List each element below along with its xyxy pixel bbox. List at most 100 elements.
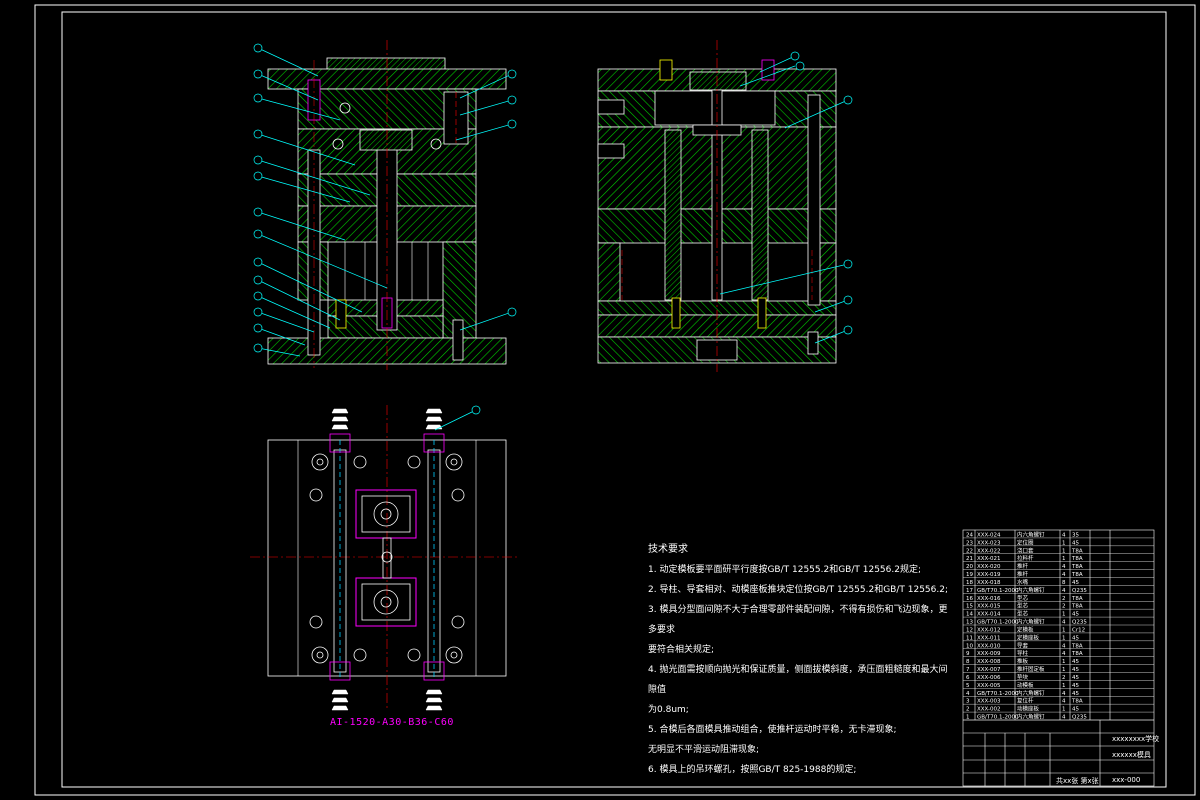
bom-cell-name: 内六角螺钉 bbox=[1017, 586, 1045, 594]
bom-cell-code: XXX-023 bbox=[977, 540, 1001, 546]
bom-cell-no: 12 bbox=[966, 627, 973, 633]
view-caption: AI-1520-A30-B36-C60 bbox=[330, 717, 454, 728]
bom-cell-code: GB/T70.1-2000 bbox=[977, 588, 1019, 594]
bom-cell-mat: 45 bbox=[1072, 675, 1079, 681]
bom-cell-mat: 45 bbox=[1072, 612, 1079, 618]
bom-cell-mat: 45 bbox=[1072, 683, 1079, 689]
bom-cell-qty: 4 bbox=[1062, 620, 1066, 626]
bom-cell-no: 20 bbox=[966, 564, 973, 570]
bom-cell-qty: 2 bbox=[1062, 604, 1066, 610]
bom-cell-no: 8 bbox=[966, 659, 970, 665]
bom-cell-qty: 8 bbox=[1062, 580, 1066, 586]
bom-cell-no: 22 bbox=[966, 548, 973, 554]
bom-cell-qty: 1 bbox=[1062, 556, 1066, 562]
bom-cell-no: 14 bbox=[966, 612, 973, 618]
bom-cell-qty: 1 bbox=[1062, 667, 1066, 673]
bom-cell-qty: 2 bbox=[1062, 596, 1066, 602]
bom-cell-mat: 45 bbox=[1072, 540, 1079, 546]
bom-cell-mat: T8A bbox=[1071, 572, 1083, 578]
bom-cell-code: XXX-016 bbox=[977, 596, 1001, 602]
bom-cell-qty: 1 bbox=[1062, 635, 1066, 641]
bom-cell-mat: Cr12 bbox=[1072, 627, 1085, 633]
bom-cell-code: XXX-014 bbox=[977, 612, 1001, 618]
bom-cell-name: 推杆 bbox=[1017, 570, 1029, 578]
bom-cell-mat: 35 bbox=[1072, 532, 1079, 538]
bom-cell-code: XXX-020 bbox=[977, 564, 1001, 570]
bom-cell-qty: 1 bbox=[1062, 548, 1066, 554]
bom-cell-no: 11 bbox=[966, 635, 973, 641]
note-item-2: 2. 导柱、导套相对、动模座板推块定位按GB/T 12555.2和GB/T 12… bbox=[648, 585, 948, 595]
bom-cell-no: 10 bbox=[966, 643, 973, 649]
bom-cell-no: 7 bbox=[966, 667, 970, 673]
outer-frame bbox=[34, 4, 1196, 796]
bom-cell-name: 型芯 bbox=[1017, 610, 1029, 618]
bom-cell-code: XXX-005 bbox=[977, 683, 1001, 689]
bom-cell-qty: 4 bbox=[1062, 699, 1066, 705]
note-item-4: 要符合相关规定; bbox=[648, 645, 715, 655]
bom-cell-name: 推杆 bbox=[1017, 562, 1029, 570]
bom-cell-no: 17 bbox=[966, 588, 973, 594]
bom-cell-mat: T8A bbox=[1071, 564, 1083, 570]
bom-cell-qty: 4 bbox=[1062, 651, 1066, 657]
bom-cell-code: XXX-010 bbox=[977, 643, 1001, 649]
bom-cell-name: 导柱 bbox=[1017, 649, 1029, 657]
inner-frame bbox=[61, 11, 1167, 788]
bom-cell-code: XXX-021 bbox=[977, 556, 1001, 562]
bom-cell-name: 定模座板 bbox=[1017, 633, 1040, 641]
bom-cell-code: XXX-007 bbox=[977, 667, 1001, 673]
bom-cell-qty: 1 bbox=[1062, 627, 1066, 633]
title-drawing-name: xxxxxx模具 bbox=[1112, 751, 1151, 759]
bom-cell-qty: 1 bbox=[1062, 540, 1066, 546]
bom-cell-name: 导套 bbox=[1017, 641, 1029, 649]
bom-cell-code: XXX-024 bbox=[977, 532, 1001, 538]
bom-cell-no: 19 bbox=[966, 572, 973, 578]
bom-cell-name: 型芯 bbox=[1017, 602, 1029, 610]
bom-cell-name: 动模板 bbox=[1017, 681, 1034, 689]
note-item-1: 1. 动定模板要平面研平行度按GB/T 12555.2和GB/T 12556.2… bbox=[648, 565, 921, 575]
bom-cell-mat: 45 bbox=[1072, 580, 1079, 586]
bom-cell-mat: T8A bbox=[1071, 651, 1083, 657]
note-item-9: 6. 模具上的吊环螺孔，按照GB/T 825-1988的规定; bbox=[648, 765, 857, 775]
bom-cell-no: 3 bbox=[966, 699, 970, 705]
bom-cell-qty: 1 bbox=[1062, 707, 1066, 713]
note-item-3: 3. 模具分型面间隙不大于合理零部件装配间隙，不得有损伤和飞边现象，更多要求 bbox=[648, 605, 948, 635]
bom-cell-no: 18 bbox=[966, 580, 973, 586]
bom-cell-qty: 4 bbox=[1062, 715, 1066, 721]
bom-cell-no: 9 bbox=[966, 651, 970, 657]
bom-cell-mat: T8A bbox=[1071, 548, 1083, 554]
bom-cell-no: 4 bbox=[966, 691, 970, 697]
leader-lines bbox=[257, 47, 849, 431]
bom-cell-code: XXX-008 bbox=[977, 659, 1001, 665]
bom-cell-mat: T8A bbox=[1071, 643, 1083, 649]
bom-cell-name: 浇口套 bbox=[1017, 546, 1034, 554]
bom-cell-no: 16 bbox=[966, 596, 973, 602]
bom-cell-code: XXX-012 bbox=[977, 627, 1001, 633]
bom-cell-qty: 1 bbox=[1062, 659, 1066, 665]
bom-cell-no: 15 bbox=[966, 604, 973, 610]
bom-cell-mat: 45 bbox=[1072, 659, 1079, 665]
bom-cell-mat: T8A bbox=[1071, 604, 1083, 610]
bom-cell-mat: 45 bbox=[1072, 691, 1079, 697]
bom-cell-no: 13 bbox=[966, 620, 973, 626]
notes-title: 技术要求 bbox=[648, 544, 688, 555]
bom-cell-mat: T8A bbox=[1071, 596, 1083, 602]
bom-cell-code: XXX-015 bbox=[977, 604, 1001, 610]
bom-cell-mat: 45 bbox=[1072, 707, 1079, 713]
right-section-view bbox=[597, 40, 837, 372]
bom-cell-no: 24 bbox=[966, 532, 973, 538]
bom-cell-mat: Q235 bbox=[1072, 715, 1087, 721]
bom-cell-qty: 1 bbox=[1062, 683, 1066, 689]
bom-cell-no: 1 bbox=[966, 715, 970, 721]
bom-cell-name: 定模板 bbox=[1017, 625, 1034, 633]
note-item-7: 5. 合模后各面模具推动组合，使推杆运动时平稳，无卡滞现象; bbox=[648, 725, 897, 735]
bom-cell-code: XXX-002 bbox=[977, 707, 1001, 713]
note-item-8: 无明显不平滑运动阻滞现象; bbox=[648, 745, 760, 755]
bom-cell-no: 23 bbox=[966, 540, 973, 546]
bom-cell-name: 推杆固定板 bbox=[1017, 665, 1045, 673]
bom-cell-code: GB/T70.1-2000 bbox=[977, 620, 1019, 626]
bom-cell-qty: 4 bbox=[1062, 691, 1066, 697]
bom-cell-code: XXX-003 bbox=[977, 699, 1001, 705]
bom-cell-name: 拉料杆 bbox=[1017, 554, 1034, 562]
